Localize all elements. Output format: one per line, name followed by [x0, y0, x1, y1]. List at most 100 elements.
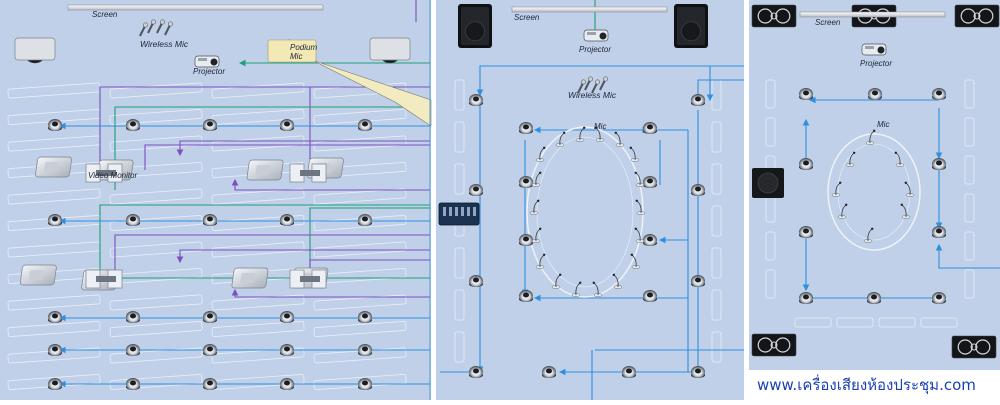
subwoofer — [752, 168, 784, 198]
seat-block — [711, 331, 722, 363]
gooseneck-mic — [634, 227, 645, 243]
seat-block — [765, 79, 776, 109]
panel-3-background — [749, 0, 1000, 370]
ceiling-speaker — [48, 311, 62, 323]
seat-row — [211, 321, 305, 337]
wireless-mic-icon — [156, 19, 165, 34]
gooseneck-mic — [555, 131, 566, 147]
gooseneck-mic — [535, 253, 546, 269]
seat-row — [109, 188, 203, 205]
gooseneck-mic — [865, 129, 876, 145]
screen-label: Screen — [514, 13, 540, 22]
wireless-mic-label: Wireless Mic — [140, 39, 189, 49]
ceiling-speaker — [469, 366, 483, 378]
ceiling-speaker — [203, 214, 217, 226]
ceiling-speaker — [48, 119, 62, 131]
website-text: www.เครื่องเสียงห้องประชุม.com — [757, 374, 976, 395]
gooseneck-mic — [535, 146, 546, 162]
seat-block — [765, 269, 776, 299]
wiring — [58, 0, 1000, 400]
wireless-mic-icon — [139, 22, 148, 37]
gooseneck-mic — [575, 126, 586, 142]
ceiling-speaker — [519, 122, 533, 134]
projector-label: Projector — [579, 45, 611, 54]
ceiling-speaker — [799, 292, 813, 304]
ceiling-speaker — [469, 94, 483, 106]
monitor-speaker — [231, 267, 269, 289]
seat-block — [765, 231, 776, 261]
ceiling-speaker — [469, 275, 483, 287]
cable — [697, 79, 744, 100]
gooseneck-mic — [594, 126, 605, 142]
projector-label: Projector — [860, 59, 892, 68]
seat-row — [211, 241, 305, 258]
seat-row — [7, 188, 101, 205]
ceiling-speaker — [358, 344, 372, 356]
seat-block — [454, 331, 465, 363]
projector-label: Projector — [193, 67, 225, 76]
seat-block — [964, 269, 975, 299]
ceiling-speaker — [280, 214, 294, 226]
ceiling-speaker — [126, 119, 140, 131]
gooseneck-mic — [612, 273, 623, 289]
mic-label: Mic — [877, 120, 889, 129]
ceiling-speaker — [48, 344, 62, 356]
loudspeaker — [951, 335, 997, 359]
ceiling-speaker — [280, 119, 294, 131]
gooseneck-mic — [630, 253, 641, 269]
seat-row — [109, 374, 203, 390]
wireless-mic-icon — [599, 76, 608, 91]
podium-cable-feed — [311, 59, 432, 127]
ceiling-speaker — [622, 366, 636, 378]
gooseneck-mic — [531, 171, 542, 187]
gooseneck-mic — [863, 227, 874, 243]
seat-row — [109, 135, 203, 152]
devices — [14, 4, 1000, 390]
mixer-console — [438, 202, 480, 226]
seat-block — [454, 247, 465, 279]
ceiling-speaker — [358, 378, 372, 390]
ceiling-speaker — [358, 119, 372, 131]
seat-row — [109, 241, 203, 258]
seat-row — [7, 294, 101, 311]
projector — [194, 55, 220, 68]
ceiling-speaker — [126, 214, 140, 226]
loudspeaker — [751, 4, 797, 28]
video-monitor-label: Video Monitor — [88, 171, 138, 180]
seat-row — [313, 321, 407, 337]
video-monitor — [289, 163, 327, 183]
main-speaker — [14, 37, 56, 61]
screen — [67, 4, 324, 11]
gooseneck-mic — [592, 281, 603, 297]
gooseneck-mic — [837, 203, 848, 219]
seat-block — [454, 289, 465, 321]
cable — [231, 178, 430, 191]
seat-block — [711, 247, 722, 279]
gooseneck-mic — [894, 151, 905, 167]
seat-row — [109, 321, 203, 337]
ceiling-speaker — [643, 122, 657, 134]
ceiling-speaker — [799, 158, 813, 170]
ceiling-speaker — [519, 290, 533, 302]
ceiling-speaker — [203, 311, 217, 323]
cable — [176, 140, 430, 157]
ceiling-speaker — [280, 311, 294, 323]
seat-block — [964, 79, 975, 109]
ceiling-speaker — [867, 292, 881, 304]
seat-block — [878, 317, 916, 328]
ceiling-speaker — [126, 378, 140, 390]
ceiling-speaker — [799, 88, 813, 100]
gooseneck-mic — [904, 181, 915, 197]
seat-block — [454, 163, 465, 195]
seat-block — [836, 317, 874, 328]
seat-row — [313, 294, 407, 311]
cable — [476, 65, 744, 97]
seat-row — [313, 188, 407, 205]
seat-row — [109, 215, 203, 231]
cable — [706, 65, 740, 102]
ceiling-speaker — [691, 184, 705, 196]
seat-row — [7, 321, 101, 337]
ceiling-speaker — [469, 184, 483, 196]
